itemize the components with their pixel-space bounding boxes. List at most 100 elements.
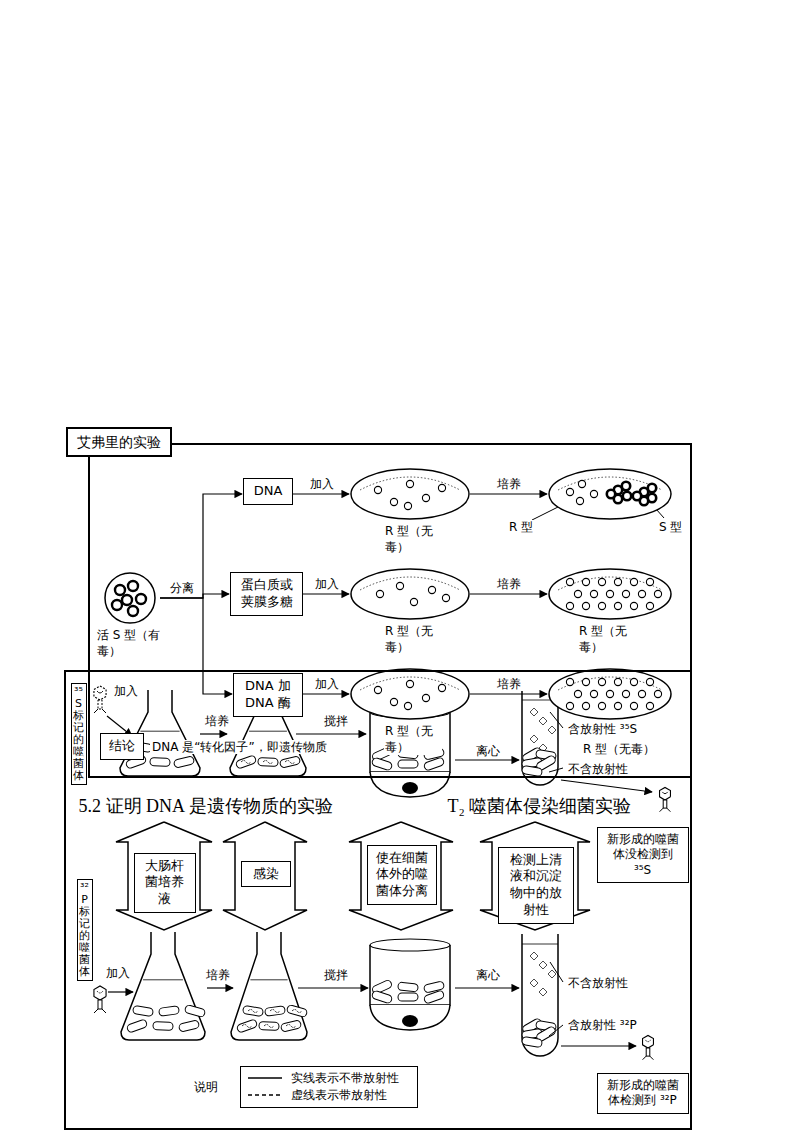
r-colony [422,494,429,501]
blender-jar [370,945,450,1005]
step-label: 加入 [104,966,132,980]
bacterium [371,990,392,1004]
r-colony [606,590,613,597]
connector-arrow [470,593,547,594]
phage-legs [94,1009,106,1013]
phage-dna [247,746,257,749]
flask [121,932,206,1040]
r-colony [598,678,605,685]
phage-tail [663,800,667,808]
bacterium [398,993,418,1001]
phage-dna [241,761,251,764]
blender-knob [402,782,418,794]
connector-arrow [303,593,349,594]
petri-dish: R 型（无毒） [548,668,672,720]
r-colony [566,702,573,709]
connector-arrow [303,693,349,694]
culture-label: R 型（无毒） [384,724,442,755]
phage [94,686,106,713]
bacterium [178,1020,199,1033]
bacterium [259,1021,279,1030]
box-label: ³⁵S标记的噬菌体 [73,686,84,783]
r-colony [622,590,629,597]
tube-level [522,944,558,945]
culture-label: S 型 [658,520,683,536]
phage-ghost [530,952,538,960]
section-frame: 艾弗里的实验活 S 型（有毒）DNA蛋白质或荚膜多糖DNA 加 DNA 酶R 型… [88,443,692,778]
bacterium [265,1006,286,1017]
s-bacterium [112,600,122,610]
label-box: ³⁵S标记的噬菌体 [71,683,87,786]
double-arrow [480,822,590,930]
step-label: 不含放射性 [566,976,630,990]
flask-outline [121,932,205,1040]
edge-label: 加入 [313,677,341,691]
phage-ghost [530,979,538,987]
r-colony [582,578,589,585]
phage-dna [264,1025,274,1028]
blender-knob [402,1015,418,1027]
double-arrow [223,822,307,930]
r-colony [404,502,411,509]
bacterium [521,1036,542,1047]
bacteria-culture: 活 S 型（有毒） [100,572,160,624]
bacterium [279,756,300,769]
double-arrow [116,822,212,930]
phage-dna [269,746,279,749]
phage-tail [646,1048,650,1056]
section-heading: 5.2 证明 DNA 是遗传物质的实验 [77,795,335,818]
r-colony [438,684,445,691]
legend-text: 实线表示不带放射性 [291,1070,399,1087]
r-colony [390,498,397,505]
phage-legs [660,808,671,812]
r-colony [390,698,397,705]
bacterium [242,1005,263,1016]
connector-arrow [470,693,547,694]
r-colony [630,678,637,685]
box-label: 结论 [109,738,135,755]
dish-rim [351,669,469,719]
r-colony [598,578,605,585]
s-colony [623,492,631,500]
phage-head [94,986,106,1000]
leader-line [550,712,563,728]
box-label: 新形成的噬菌体没检测到 ³⁵S [604,832,682,879]
step-label: 培养 [203,714,231,728]
dish-inner-rim [558,677,662,690]
phage-ghost [539,961,547,969]
s-colony [607,490,615,498]
phage [94,986,106,1013]
step-label: 含放射性 ³⁵S [566,722,639,736]
double-arrow [349,822,453,930]
legend-heading: 说明 [192,1080,220,1094]
process-box: 蛋白质或荚膜多糖 [230,572,303,616]
arrow [296,733,366,734]
r-colony [406,480,413,487]
bacterium [398,982,419,992]
r-colony [404,702,411,709]
r-colony [566,578,573,585]
r-colony [646,578,653,585]
r-colony [606,690,613,697]
s-bacterium [122,595,132,605]
r-colony [630,602,637,609]
bacterium [153,1021,173,1030]
phage-dna [263,761,273,764]
process-box: 检测上清液和沉淀物中的放射性 [498,847,574,925]
r-colony [614,702,621,709]
step-label: 含放射性 ³²P [566,1018,639,1032]
connector-arrow [293,493,349,494]
bacterium [423,757,445,771]
flask [231,932,308,1040]
r-colony [406,680,413,687]
culture-drawing [100,572,160,624]
s-colony [648,484,656,492]
culture-label: R 型（无毒） [582,742,656,758]
blender-jar [370,712,450,772]
petri-dish-drawing [350,568,470,620]
r-colony [630,702,637,709]
